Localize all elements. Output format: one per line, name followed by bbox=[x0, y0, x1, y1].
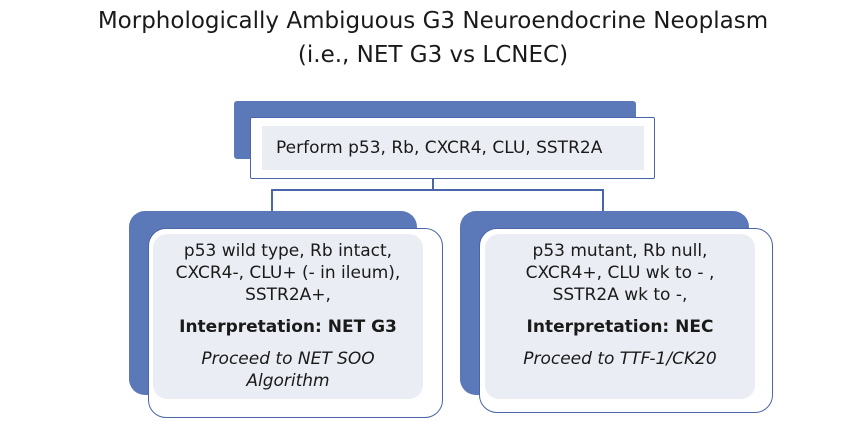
right-box-line: p53 mutant, Rb null, bbox=[532, 241, 708, 261]
connector-right bbox=[602, 189, 604, 211]
connector-horizontal bbox=[271, 189, 603, 191]
connector-left bbox=[271, 189, 273, 211]
right-box-proceed: Proceed to TTF-1/CK20 bbox=[485, 348, 755, 370]
left-box-line: SSTR2A+, bbox=[245, 285, 331, 305]
diagram-title: Morphologically Ambiguous G3 Neuroendocr… bbox=[97, 8, 769, 34]
connector-vertical bbox=[432, 179, 434, 189]
left-box-proceed-line: Algorithm bbox=[246, 371, 330, 391]
left-box-proceed-line: Proceed to NET SOO bbox=[201, 349, 375, 369]
left-box-line: CXCR4-, CLU+ (- in ileum), bbox=[175, 263, 401, 283]
left-box-proceed: Proceed to NET SOO Algorithm bbox=[153, 348, 423, 392]
right-box-line: CXCR4+, CLU wk to - , bbox=[525, 263, 715, 283]
right-box-proceed-line: Proceed to TTF-1/CK20 bbox=[523, 349, 717, 369]
top-box-text: Perform p53, Rb, CXCR4, CLU, SSTR2A bbox=[262, 126, 644, 170]
left-box-content: p53 wild type, Rb intact, CXCR4-, CLU+ (… bbox=[153, 234, 423, 399]
left-box-interpretation: Interpretation: NET G3 bbox=[179, 317, 397, 337]
right-box-line: SSTR2A wk to -, bbox=[552, 285, 688, 305]
right-box-interpretation: Interpretation: NEC bbox=[526, 317, 714, 337]
left-box-line: p53 wild type, Rb intact, bbox=[183, 241, 393, 261]
diagram-subtitle: (i.e., NET G3 vs LCNEC) bbox=[297, 42, 569, 68]
right-box-content: p53 mutant, Rb null, CXCR4+, CLU wk to -… bbox=[485, 234, 755, 399]
